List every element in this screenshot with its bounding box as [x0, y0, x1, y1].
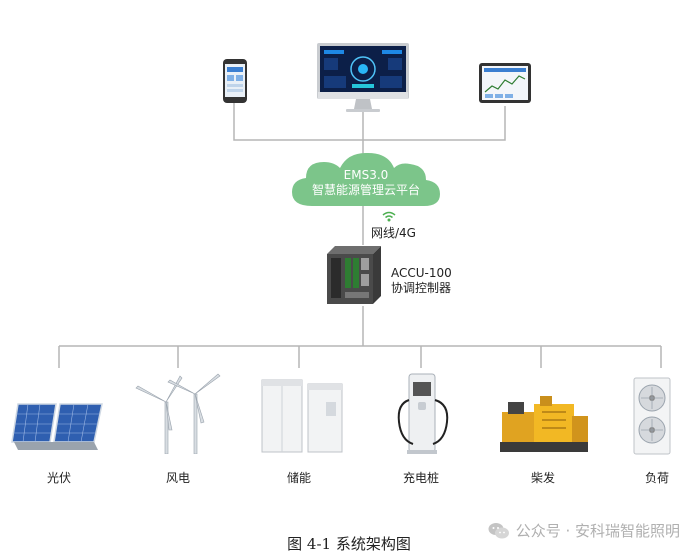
load-label-solar: 光伏	[46, 471, 71, 485]
link-label: 网线/4G	[371, 226, 416, 240]
smartphone-icon	[223, 59, 247, 103]
wifi-icon	[382, 211, 396, 222]
solar-panel-icon	[11, 403, 103, 450]
wechat-icon	[488, 522, 509, 538]
controller-model: ACCU-100	[391, 266, 452, 280]
controller-device-icon	[327, 246, 381, 304]
cloud-name: 智慧能源管理云平台	[311, 183, 420, 197]
battery-cabinet-icon	[261, 379, 343, 453]
load-label-wind: 风电	[165, 471, 190, 485]
cloud-platform-shape	[292, 152, 440, 206]
cloud-platform-label: EMS3.0 智慧能源管理云平台	[288, 168, 444, 198]
hvac-unit-icon	[633, 377, 671, 455]
load-label-hvac: 负荷	[644, 471, 669, 485]
cloud-version: EMS3.0	[343, 168, 389, 182]
controller-name: 协调控制器	[391, 281, 452, 295]
watermark: 公众号 · 安科瑞智能照明	[488, 520, 680, 541]
desktop-monitor-icon	[317, 43, 409, 112]
load-label-charger: 充电桩	[402, 471, 439, 485]
load-label-generator: 柴发	[530, 471, 555, 485]
controller-label: ACCU-100 协调控制器	[391, 266, 452, 296]
diesel-generator-icon	[500, 396, 588, 452]
tablet-icon	[479, 63, 531, 103]
load-label-storage: 储能	[286, 471, 311, 485]
figure-caption: 图 4-1 系统架构图	[287, 535, 411, 553]
wind-turbine-icon	[135, 373, 221, 454]
ev-charger-icon	[397, 373, 449, 454]
watermark-text: 公众号 · 安科瑞智能照明	[515, 522, 680, 540]
